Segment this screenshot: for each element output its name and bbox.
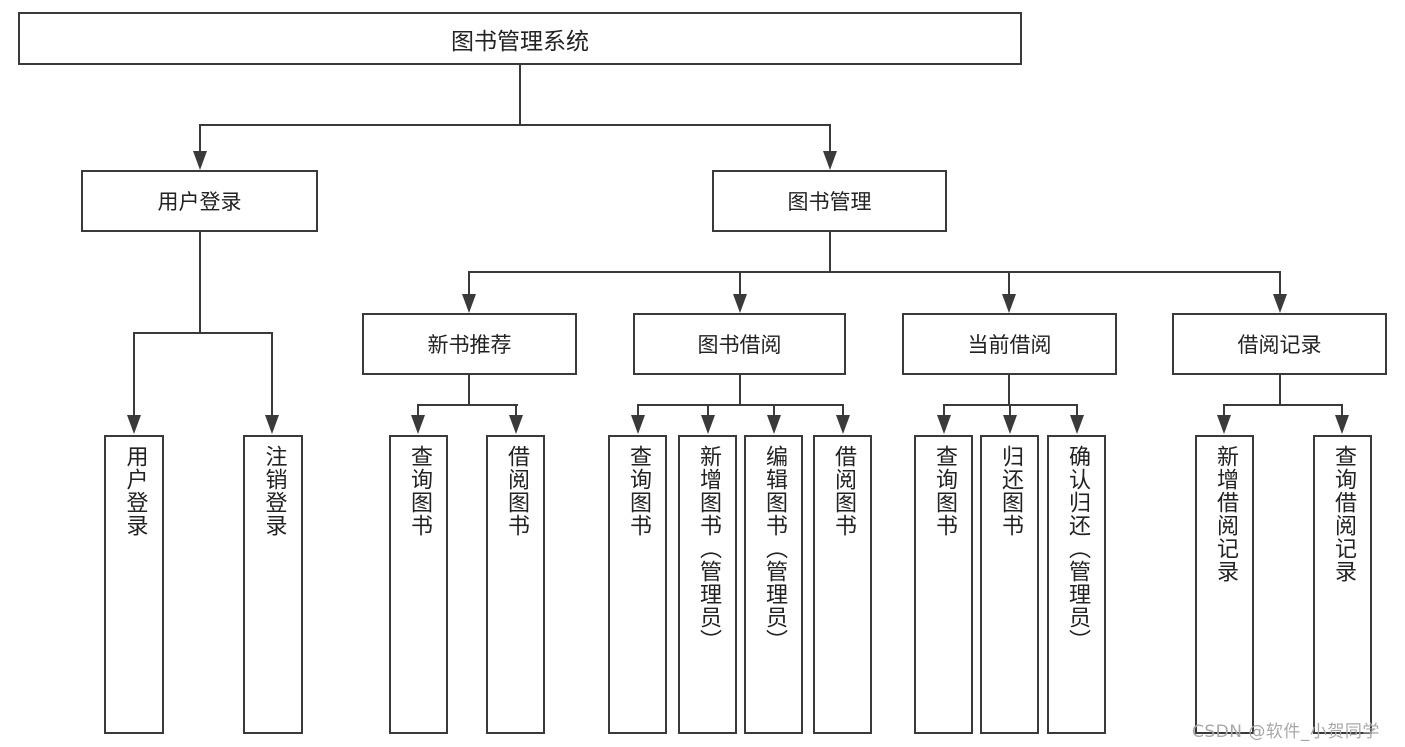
leaf-label: 查询图书 (625, 445, 651, 537)
connector-drop-leaf-user-login (133, 332, 135, 416)
connector-drop-leaf-query-book-1 (417, 404, 419, 416)
connector-drop-leaf-logout-login (271, 332, 273, 416)
node-leaf-confirm-return[interactable]: 确认归还（管理员） (1047, 435, 1106, 734)
node-label: 新书推荐 (427, 333, 512, 357)
node-label: 用户登录 (157, 190, 242, 214)
arrowhead-leaf-query-book-3 (937, 415, 951, 434)
connector-drop-current-borrow (1008, 271, 1010, 295)
leaf-label: 归还图书 (997, 445, 1023, 537)
node-leaf-user-login[interactable]: 用户登录 (104, 435, 164, 734)
connector-current-borrow-stem (1008, 375, 1010, 406)
connector-level3-bus (468, 271, 1280, 273)
arrowhead-leaf-add-book (701, 415, 715, 434)
node-leaf-borrow-book-1[interactable]: 借阅图书 (486, 435, 545, 734)
leaf-label: 新增借阅记录 (1212, 445, 1238, 583)
connector-user-login-stem (199, 232, 201, 333)
connector-drop-leaf-borrow-book-2 (842, 404, 844, 416)
node-label: 图书管理 (787, 190, 872, 214)
connector-drop-leaf-confirm-return (1076, 404, 1078, 416)
node-label: 图书管理系统 (451, 28, 589, 55)
arrowhead-leaf-logout-login (265, 415, 279, 434)
connector-level2-bus (199, 124, 831, 126)
connector-drop-leaf-add-record (1223, 404, 1225, 416)
arrowhead-user-login (193, 151, 207, 170)
node-leaf-return-book[interactable]: 归还图书 (980, 435, 1039, 734)
leaf-label: 查询图书 (931, 445, 957, 537)
node-book-management[interactable]: 图书管理 (712, 170, 947, 232)
connector-drop-leaf-query-book-2 (637, 404, 639, 416)
node-label: 当前借阅 (967, 333, 1052, 357)
arrowhead-leaf-edit-book (767, 415, 781, 434)
node-book-borrow[interactable]: 图书借阅 (633, 313, 846, 375)
connector-drop-leaf-query-record (1341, 404, 1343, 416)
connector-drop-book-management (829, 124, 831, 152)
connector-new-book-recommend-bus (417, 404, 518, 406)
node-leaf-add-book[interactable]: 新增图书（管理员） (678, 435, 737, 734)
connector-borrow-record-stem (1279, 375, 1281, 406)
node-root-book-management-system[interactable]: 图书管理系统 (18, 12, 1022, 65)
connector-user-login-bus (133, 332, 272, 334)
arrowhead-book-borrow (733, 294, 747, 313)
connector-book-management-stem (829, 232, 831, 273)
arrowhead-leaf-user-login (127, 415, 141, 434)
leaf-label: 借阅图书 (830, 445, 856, 537)
leaf-label: 确认归还（管理员） (1064, 445, 1090, 652)
connector-drop-leaf-add-book (707, 404, 709, 416)
connector-drop-leaf-edit-book (773, 404, 775, 416)
node-new-book-recommend[interactable]: 新书推荐 (362, 313, 577, 375)
connector-drop-borrow-record (1279, 271, 1281, 295)
leaf-label: 查询图书 (406, 445, 432, 537)
arrowhead-leaf-query-book-1 (411, 415, 425, 434)
node-leaf-query-book-3[interactable]: 查询图书 (914, 435, 973, 734)
node-leaf-query-book-2[interactable]: 查询图书 (608, 435, 667, 734)
node-leaf-logout-login[interactable]: 注销登录 (243, 435, 303, 734)
arrowhead-current-borrow (1002, 294, 1016, 313)
node-current-borrow[interactable]: 当前借阅 (902, 313, 1117, 375)
arrowhead-leaf-add-record (1217, 415, 1231, 434)
arrowhead-leaf-confirm-return (1070, 415, 1084, 434)
leaf-label: 借阅图书 (503, 445, 529, 537)
leaf-label: 查询借阅记录 (1330, 445, 1356, 583)
connector-drop-leaf-borrow-book-1 (515, 404, 517, 416)
connector-drop-user-login (199, 124, 201, 152)
connector-drop-new-book-recommend (468, 271, 470, 295)
arrowhead-leaf-return-book (1003, 415, 1017, 434)
arrowhead-new-book-recommend (462, 294, 476, 313)
leaf-label: 注销登录 (261, 445, 287, 537)
connector-drop-leaf-query-book-3 (943, 404, 945, 416)
arrowhead-book-management (823, 151, 837, 170)
arrowhead-leaf-borrow-book-2 (836, 415, 850, 434)
node-label: 借阅记录 (1237, 333, 1322, 357)
connector-borrow-record-bus (1223, 404, 1342, 406)
connector-drop-book-borrow (739, 271, 741, 295)
node-label: 图书借阅 (697, 333, 782, 357)
node-user-login[interactable]: 用户登录 (81, 170, 318, 232)
node-borrow-record[interactable]: 借阅记录 (1172, 313, 1387, 375)
connector-book-borrow-stem (739, 375, 741, 406)
leaf-label: 编辑图书（管理员） (761, 445, 787, 652)
connector-drop-leaf-return-book (1009, 404, 1011, 416)
watermark-text: CSDN @软件_小贺同学 (1192, 722, 1380, 742)
arrowhead-borrow-record (1273, 294, 1287, 313)
arrowhead-leaf-query-record (1335, 415, 1349, 434)
arrowhead-leaf-query-book-2 (631, 415, 645, 434)
node-leaf-borrow-book-2[interactable]: 借阅图书 (813, 435, 872, 734)
leaf-label: 用户登录 (122, 445, 148, 537)
node-leaf-query-book-1[interactable]: 查询图书 (389, 435, 448, 734)
node-leaf-edit-book[interactable]: 编辑图书（管理员） (744, 435, 803, 734)
connector-new-book-recommend-stem (468, 375, 470, 406)
leaf-label: 新增图书（管理员） (695, 445, 721, 652)
node-leaf-add-record[interactable]: 新增借阅记录 (1195, 435, 1254, 734)
node-leaf-query-record[interactable]: 查询借阅记录 (1313, 435, 1372, 734)
connector-root-stem (519, 65, 521, 125)
arrowhead-leaf-borrow-book-1 (509, 415, 523, 434)
connector-book-borrow-bus (637, 404, 843, 406)
